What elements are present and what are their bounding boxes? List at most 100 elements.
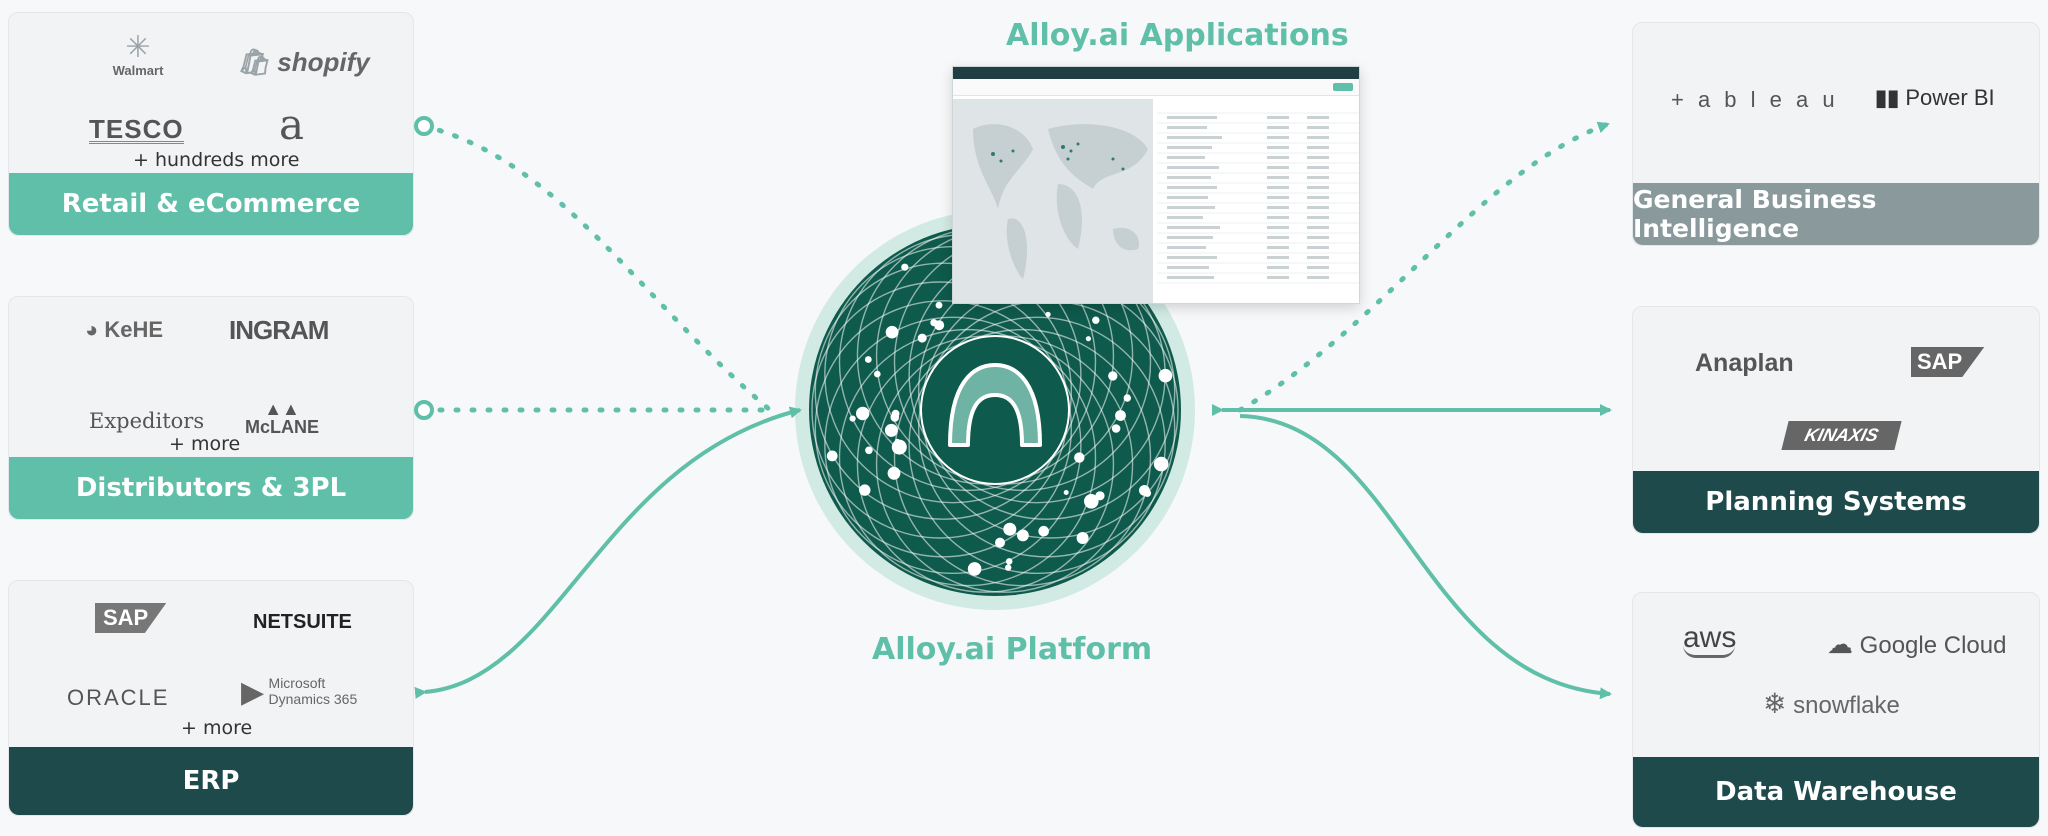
cloud-icon: ☁	[1827, 629, 1853, 659]
amazon-logo-text: a	[279, 100, 305, 149]
sap-logo-planning: SAP	[1911, 347, 1985, 377]
dynamics-text: Microsoft Dynamics 365	[269, 675, 358, 707]
app-action-button	[1333, 83, 1353, 91]
retail-more-label: + hundreds more	[133, 149, 300, 171]
globe-dot	[1045, 311, 1051, 318]
kehe-globe-icon: ◕	[85, 317, 99, 342]
ingram-logo: INGRAM	[229, 315, 329, 346]
globe-dot	[1158, 368, 1173, 383]
dynamics-line-1: Microsoft	[268, 675, 326, 691]
globe-dot	[1038, 525, 1049, 537]
globe-dot	[935, 301, 943, 309]
globe-dot	[1115, 410, 1126, 421]
globe-dot	[1074, 452, 1085, 463]
powerbi-bars-icon: ▮▮	[1875, 85, 1900, 110]
app-topbar	[953, 67, 1359, 79]
distributors-more-label: + more	[169, 433, 241, 455]
globe-dot	[917, 333, 927, 343]
walmart-logo-text: Walmart	[112, 63, 164, 78]
mclane-mountain-icon: ▲▲	[264, 399, 300, 419]
kehe-logo: ◕ KeHE	[85, 317, 163, 343]
globe-dot	[901, 263, 909, 271]
sap-logo-planning-text: SAP	[1917, 349, 1963, 374]
app-screenshot	[952, 66, 1360, 304]
globe-dot	[1005, 558, 1013, 565]
oracle-logo: ORACLE	[67, 685, 169, 711]
snowflake-logo-text: snowflake	[1793, 692, 1900, 719]
card-warehouse: aws ☁ Google Cloud ❄ snowflake Data Ware…	[1632, 592, 2040, 828]
globe-dot	[1095, 491, 1105, 501]
globe-dot	[1092, 316, 1100, 324]
globe-dot	[1123, 394, 1132, 402]
oracle-logo-text: ORACLE	[67, 685, 170, 710]
snowflake-icon: ❄	[1763, 688, 1787, 719]
walmart-logo: ✳ Walmart	[103, 31, 173, 79]
expeditors-logo: Expeditors	[89, 409, 204, 433]
globe-dot	[1017, 529, 1029, 542]
walmart-spark-icon: ✳	[125, 31, 151, 64]
distributors-title: Distributors & 3PL	[9, 457, 413, 519]
netsuite-logo-text: NETSUITE	[253, 611, 352, 633]
tableau-logo-text: + a b l e a u	[1671, 87, 1839, 112]
mclane-logo-text: McLANE	[245, 417, 320, 437]
globe-dot	[884, 423, 898, 437]
globe-dot	[885, 325, 899, 339]
alloy-logo-icon	[948, 363, 1042, 447]
globe-dot	[1005, 564, 1012, 571]
globe-dot	[849, 415, 856, 422]
connector-retail-start	[414, 116, 434, 136]
globe-dot	[1076, 532, 1089, 544]
globe-dot	[865, 446, 873, 455]
platform-globe	[795, 210, 1195, 610]
googlecloud-logo-text: Google Cloud	[1859, 632, 2007, 659]
kinaxis-logo-text: KINAXIS	[1802, 425, 1881, 445]
googlecloud-logo: ☁ Google Cloud	[1827, 629, 2006, 660]
connector-distributors-start	[414, 400, 434, 420]
retail-title: Retail & eCommerce	[9, 173, 413, 235]
mclane-logo: ▲▲ McLANE	[245, 399, 320, 438]
powerbi-logo-text: Power BI	[1905, 85, 1995, 110]
bi-title: General Business Intelligence	[1633, 183, 2039, 245]
connector-retail	[421, 123, 773, 413]
connector-erp	[414, 406, 802, 699]
dynamics-icon: ▶	[241, 676, 265, 709]
globe-dot	[864, 356, 872, 363]
anaplan-logo-text: Anaplan	[1695, 349, 1794, 377]
card-retail: ✳ Walmart 🛍 shopify TESCO a + hundreds m…	[8, 12, 414, 236]
globe-dot	[890, 413, 900, 422]
sap-logo-erp: SAP	[95, 603, 167, 633]
dynamics-logo: ▶ Microsoft Dynamics 365	[241, 675, 357, 710]
shopify-bag-icon: 🛍	[237, 47, 271, 77]
globe-ring	[893, 328, 1152, 587]
globe-ring	[814, 262, 1073, 520]
card-planning: Anaplan SAP KINAXIS Planning Systems	[1632, 306, 2040, 534]
globe-dot	[1143, 489, 1152, 497]
platform-title: Alloy.ai Platform	[872, 632, 1153, 667]
globe-dot	[856, 406, 870, 421]
powerbi-logo: ▮▮ Power BI	[1875, 85, 1995, 111]
netsuite-logo: NETSUITE	[253, 611, 352, 634]
globe-dot	[1085, 336, 1091, 342]
expeditors-logo-text: Expeditors	[89, 409, 205, 433]
tesco-logo: TESCO	[89, 114, 184, 144]
globe-dot	[995, 537, 1005, 548]
app-map	[953, 99, 1153, 303]
kehe-logo-text: KeHE	[104, 317, 164, 342]
globe-dot	[826, 450, 838, 462]
planning-title: Planning Systems	[1633, 471, 2039, 533]
globe-ring	[838, 328, 1097, 587]
globe-dot	[930, 319, 938, 327]
globe-dot	[967, 562, 982, 576]
dynamics-line-2: Dynamics 365	[268, 691, 358, 707]
app-toolbar	[953, 79, 1359, 96]
globe-dot	[891, 439, 907, 455]
world-map	[973, 124, 1148, 279]
globe-dot	[1111, 424, 1121, 433]
globe-ring	[814, 300, 1073, 558]
tesco-logo-text: TESCO	[89, 114, 184, 144]
globe-dot	[1063, 490, 1069, 495]
globe-dot	[1108, 371, 1118, 381]
connector-warehouse	[1239, 414, 1612, 700]
app-table	[1157, 99, 1359, 303]
card-erp: SAP NETSUITE ORACLE ▶ Microsoft Dynamics…	[8, 580, 414, 816]
